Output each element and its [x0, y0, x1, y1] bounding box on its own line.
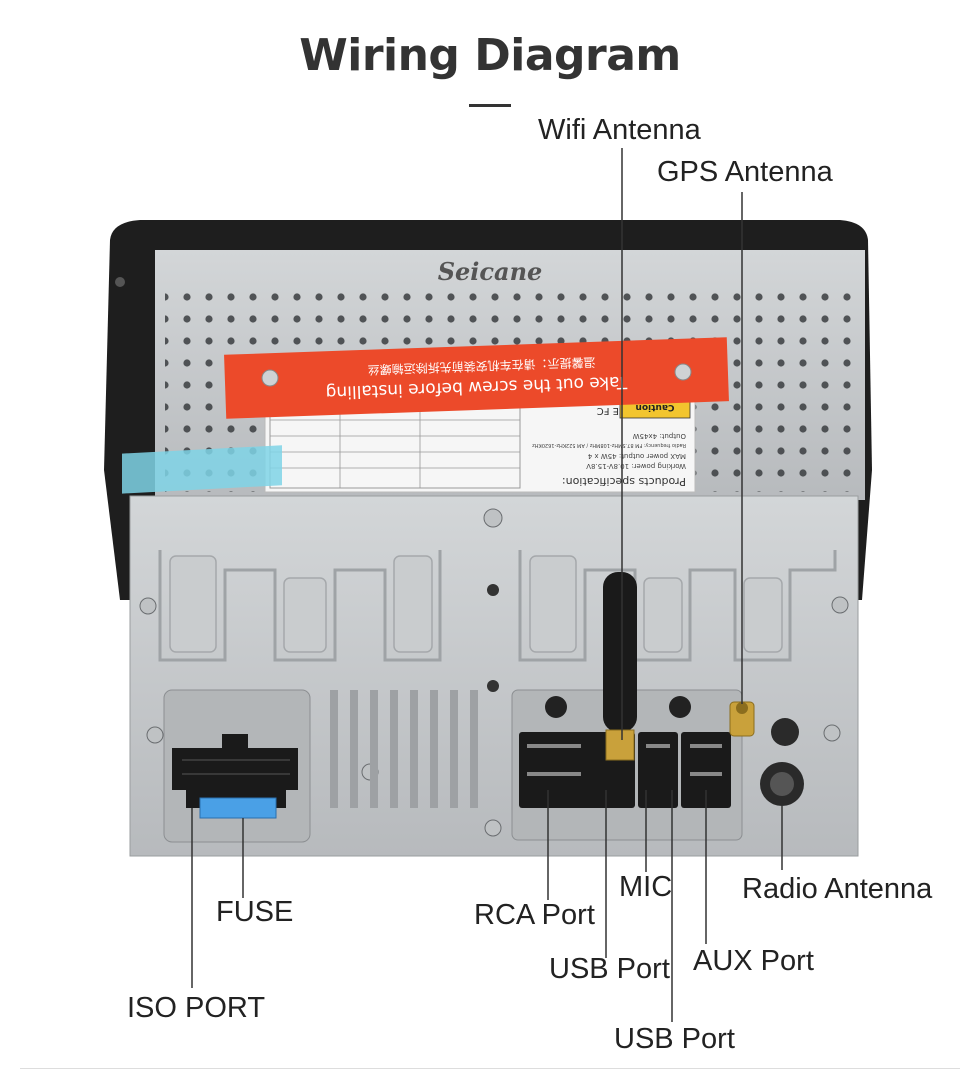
- label-radio-antenna: Radio Antenna: [742, 873, 933, 905]
- aux-connector: [681, 732, 731, 808]
- label-aux-port: AUX Port: [693, 945, 814, 977]
- spec-line: MAX power output: 45W x 4: [587, 452, 686, 460]
- side-sticker: [122, 445, 282, 494]
- spec-line: Radio frequency: FM 87.5MHz-108MHz / AM …: [532, 442, 686, 448]
- label-usb-port-2: USB Port: [614, 1023, 735, 1055]
- transport-screw: [261, 369, 279, 387]
- cert-marks: CE FC: [597, 405, 626, 416]
- label-fuse: FUSE: [216, 896, 294, 928]
- bottom-divider: [20, 1068, 960, 1069]
- spec-line: Working power: 10.8V-15.8V: [586, 462, 686, 470]
- wifi-antenna: [603, 572, 637, 732]
- wifi-antenna-base: [605, 729, 635, 761]
- transport-screw: [674, 363, 692, 381]
- iso-connector: [172, 734, 298, 808]
- label-wifi-antenna: Wifi Antenna: [538, 114, 701, 146]
- mic-connector: [638, 732, 678, 808]
- label-gps-antenna: GPS Antenna: [657, 156, 833, 188]
- fuse: [199, 797, 277, 819]
- chassis-screws: [139, 508, 849, 837]
- heatsink-fins: [158, 550, 442, 662]
- title-underline: [469, 104, 511, 107]
- label-mic: MIC: [619, 871, 673, 903]
- heatsink-fins: [518, 550, 837, 662]
- caution-text: Caution: [635, 402, 674, 412]
- spec-line: Output: 4x45W: [633, 432, 686, 440]
- label-iso-port: ISO PORT: [127, 992, 266, 1024]
- rca-connector: [519, 732, 589, 808]
- diagram-title: Wiring Diagram: [299, 30, 681, 81]
- brand-logo: Seicane: [438, 257, 543, 286]
- label-rca-port: RCA Port: [474, 899, 595, 931]
- bezel-screw: [115, 277, 125, 287]
- spec-title: Products specification:: [562, 475, 686, 488]
- warning-sticker: [224, 337, 729, 419]
- label-usb-port-1: USB Port: [549, 953, 670, 985]
